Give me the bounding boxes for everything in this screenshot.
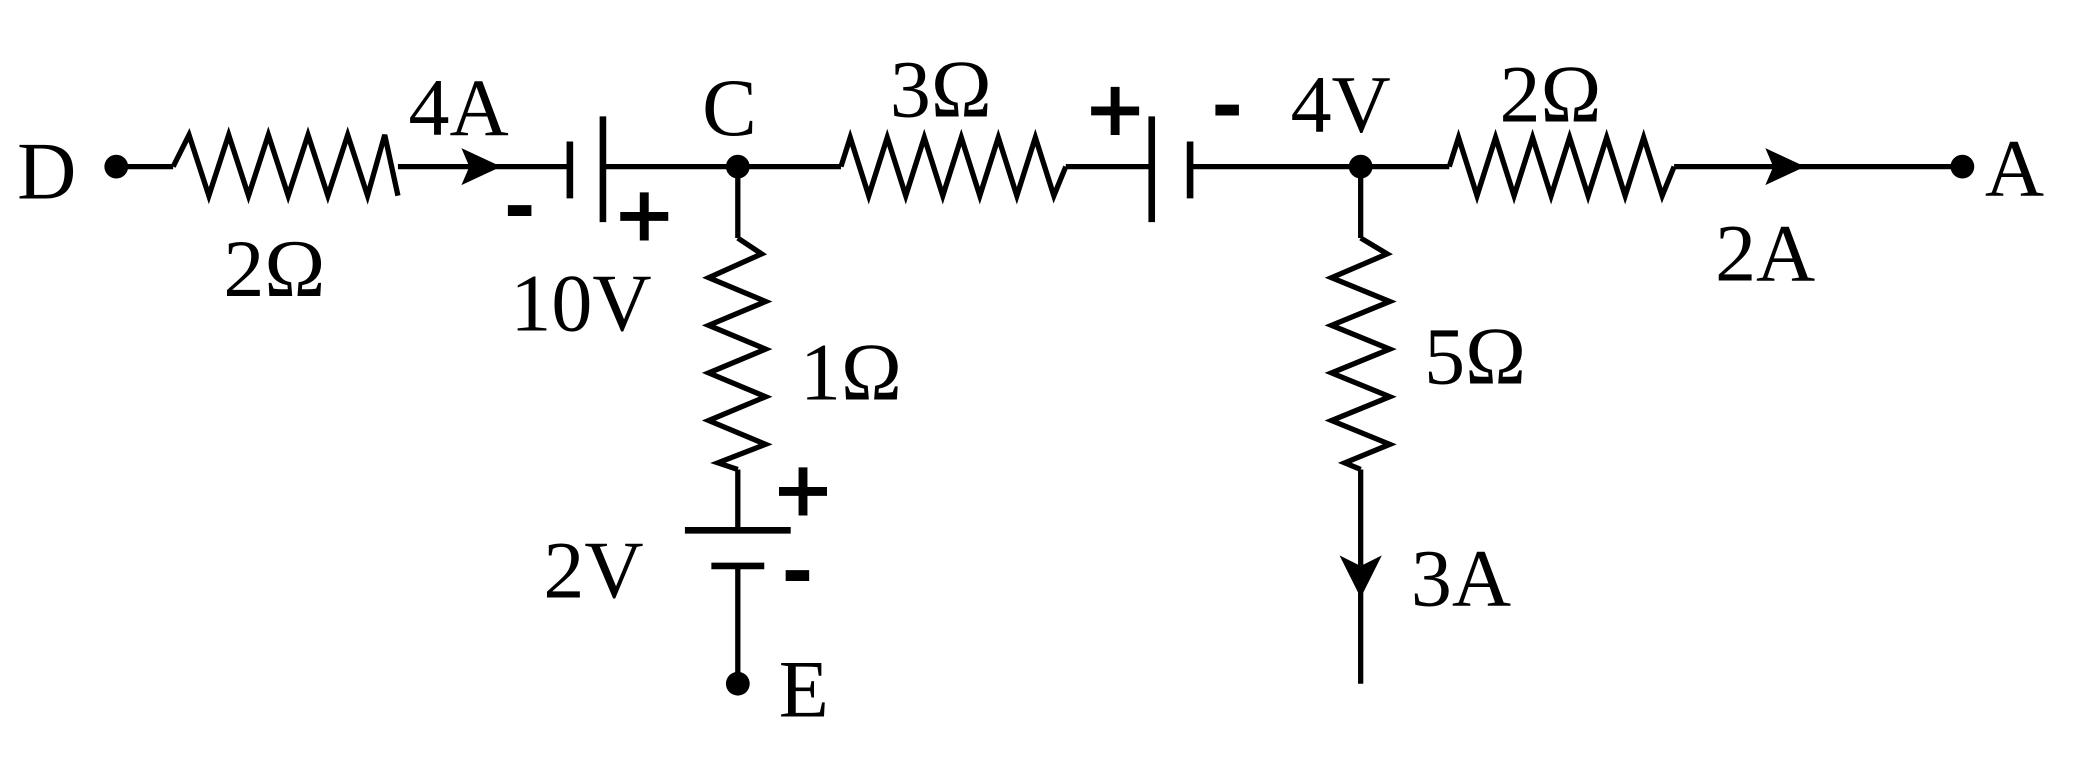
current-3a-label: 3A xyxy=(1411,533,1511,624)
battery-10v-label: 10V xyxy=(510,258,651,349)
resistor-1ohm xyxy=(701,235,773,472)
battery-2v-plus: + xyxy=(771,446,835,535)
resistor-2ohm-right xyxy=(1446,128,1677,205)
battery-10v-symbol xyxy=(566,116,607,223)
battery-10v-minus: - xyxy=(504,163,536,252)
node-a-dot xyxy=(1950,154,1975,179)
node-e-label: E xyxy=(779,644,829,735)
resistor-1ohm-label: 1Ω xyxy=(800,326,902,417)
resistor-2ohm-left-label: 2Ω xyxy=(223,223,325,314)
resistor-5ohm-label: 5Ω xyxy=(1424,311,1526,402)
battery-10v-plus: + xyxy=(612,171,676,260)
node-d-dot xyxy=(104,154,129,179)
battery-4v-label: 4V xyxy=(1291,59,1391,150)
wires xyxy=(116,163,1963,684)
arrow-down-icon xyxy=(1339,555,1382,598)
node-e-dot xyxy=(725,671,750,696)
node-c-dot xyxy=(725,154,750,179)
battery-4v-plus: + xyxy=(1083,65,1147,154)
resistor-5ohm xyxy=(1324,235,1397,472)
arrow-right-icon xyxy=(1765,148,1805,186)
node-junction-dot xyxy=(1348,154,1373,179)
node-d-label: D xyxy=(17,125,76,216)
resistor-3ohm xyxy=(838,128,1069,205)
node-a-label: A xyxy=(1985,123,2044,214)
resistor-2ohm-right-label: 2Ω xyxy=(1500,49,1602,140)
battery-4v-minus: - xyxy=(1211,62,1243,151)
battery-2v-symbol xyxy=(684,526,791,570)
arrow-right-icon xyxy=(461,148,502,186)
battery-4v-symbol xyxy=(1148,116,1194,223)
node-c-label: C xyxy=(702,62,757,153)
current-2a-label: 2A xyxy=(1715,207,1815,298)
battery-2v-minus: - xyxy=(781,528,813,617)
battery-2v-label: 2V xyxy=(543,525,643,616)
resistor-3ohm-label: 3Ω xyxy=(890,43,992,134)
current-4a-label: 4A xyxy=(409,62,509,153)
resistor-2ohm-left xyxy=(170,126,401,205)
